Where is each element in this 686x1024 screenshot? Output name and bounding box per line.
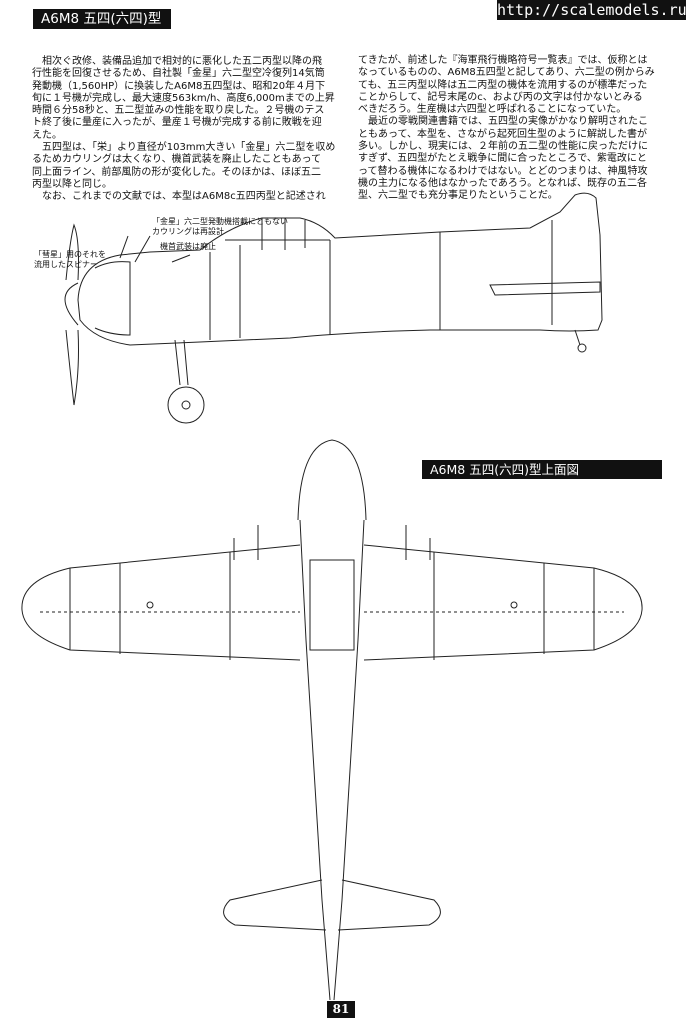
- callout-nose-guns: 機首武装は廃止: [160, 242, 216, 251]
- text-line: ことからして、記号末尾のc、および丙の文字は付かないとみる: [358, 91, 643, 103]
- text-line: 最近の零戦関連書籍では、五四型の実像がかなり解明されたこ: [358, 116, 648, 128]
- text-line: えた。: [32, 129, 62, 141]
- page-number: 81: [327, 1001, 355, 1018]
- text-line: ても、五三丙型以降は五二丙型の機体を流用するのが標準だった: [358, 79, 648, 91]
- callout-line: カウリングは再設計: [152, 227, 224, 236]
- text-line: 行性能を回復させるため、自社製「金星」六二型空冷復列14気筒: [32, 68, 325, 80]
- text-line: すぎず、五四型がたとえ戦争に間に合ったところで、紫電改にと: [358, 153, 647, 165]
- callout-cowling: 「金星」六二型発動機搭載にともない カウリングは再設計: [152, 217, 288, 237]
- text-line: てきたが、前述した『海軍飛行機略符号一覧表』では、仮称とは: [358, 55, 648, 66]
- text-line: べきだろう。生産機は六四型と呼ばれることになっていた。: [358, 104, 627, 116]
- text-line: 機の主力になる他はなかったであろう。となれば、既存の五二各: [358, 177, 647, 189]
- text-line: 型、六二型でも充分事足りたということだ。: [358, 190, 558, 202]
- callout-line: 「彗星」用のそれを: [34, 250, 106, 259]
- text-line: 発動機（1,560HP）に換装したA6M8五四型は、昭和20年４月下: [32, 80, 326, 92]
- text-line: って替わる機体になるわけではない。とどのつまりは、神風特攻: [358, 165, 648, 177]
- text-line: ト終了後に量産に入ったが、量産１号機が完成する前に敗戦を迎: [32, 117, 322, 129]
- text-line: ともあって、本型を、さながら起死回生型のように解説した書が: [358, 128, 647, 140]
- text-line: 五四型は、「栄」より直径が103mm大きい「金星」六二型を収め: [32, 142, 336, 154]
- text-line: 相次ぐ改修、装備品追加で相対的に悪化した五二丙型以降の飛: [32, 56, 322, 67]
- text-line: 時間６分58秒と、五二型並みの性能を取り戻した。２号機のテス: [32, 105, 325, 117]
- top-view-drawing: [21, 439, 643, 1001]
- text-line: なお、これまでの文献では、本型はA6M8c五四丙型と記述され: [32, 191, 326, 203]
- callout-spinner: 「彗星」用のそれを 流用したスピナー: [34, 250, 106, 270]
- right-text-column: てきたが、前述した『海軍飛行機略符号一覧表』では、仮称とは なっているものの、A…: [358, 55, 668, 203]
- side-view-drawing: [64, 192, 603, 424]
- section-title: A6M8 五四(六四)型: [33, 9, 171, 29]
- text-line: なっているものの、A6M8五四型と記してあり、六二型の例からみ: [358, 67, 655, 79]
- watermark-url[interactable]: http://scalemodels.ru: [497, 0, 686, 20]
- text-line: 丙型以降と同じ。: [32, 178, 112, 190]
- text-line: 多い。しかし、現実には、２年前の五二型の性能に戻っただけに: [358, 141, 648, 153]
- callout-line: 「金星」六二型発動機搭載にともない: [152, 217, 288, 226]
- left-text-column: 相次ぐ改修、装備品追加で相対的に悪化した五二丙型以降の飛 行性能を回復させるため…: [32, 56, 337, 204]
- text-line: 同上面ライン、前部風防の形が変化した。そのほかは、ほぼ五二: [32, 166, 321, 178]
- top-view-label: A6M8 五四(六四)型上面図: [422, 460, 662, 479]
- text-line: 旬に１号機が完成し、最大速度563km/h、高度6,000mまでの上昇: [32, 92, 335, 104]
- text-line: るためカウリングは太くなり、機首武装を廃止したこともあって: [32, 154, 322, 166]
- callout-line: 流用したスピナー: [34, 260, 98, 269]
